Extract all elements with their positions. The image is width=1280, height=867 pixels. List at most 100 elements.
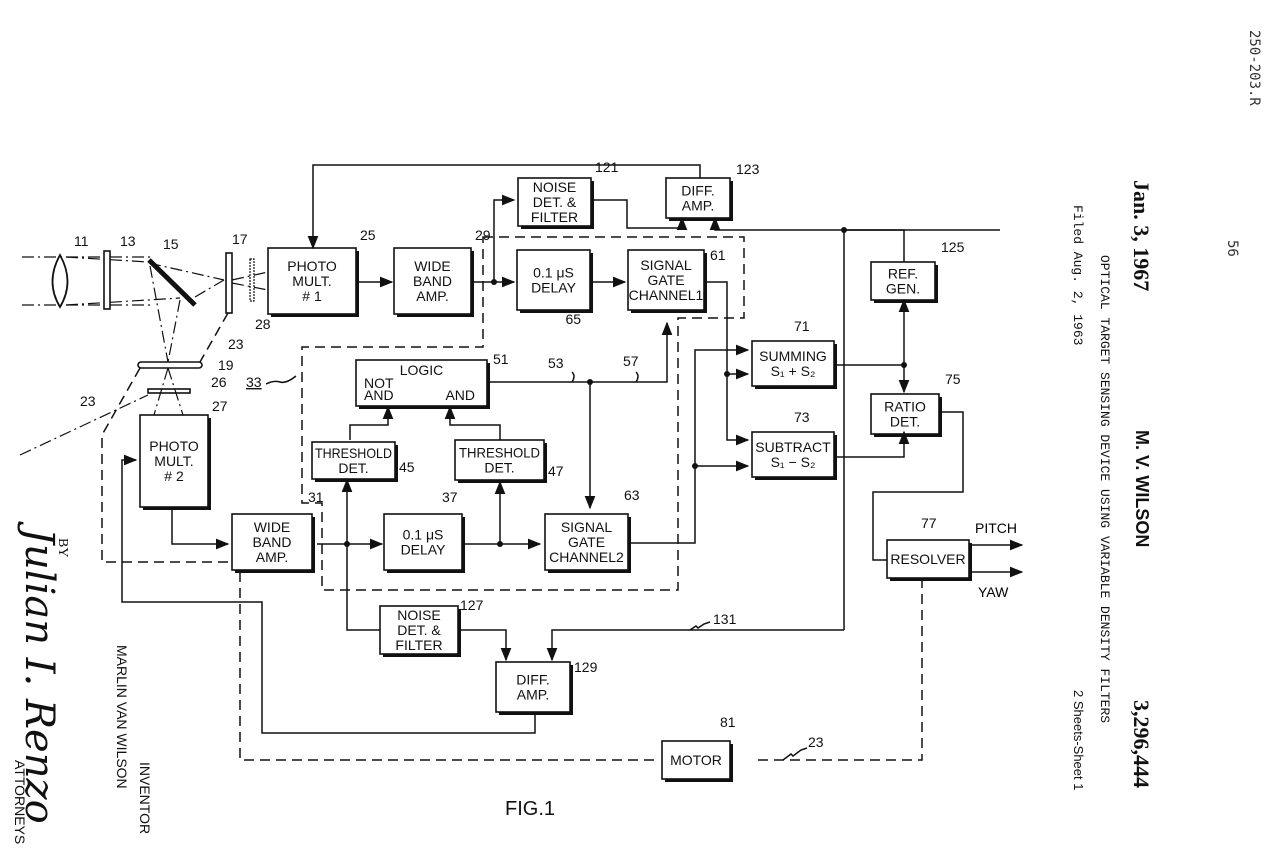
ref-121: 121 <box>595 159 619 175</box>
junction <box>491 279 497 285</box>
ref-65: 65 <box>566 311 582 327</box>
block-label: NOT <box>364 375 394 391</box>
junction <box>344 541 350 547</box>
ref-123: 123 <box>736 161 760 177</box>
ref-131: 131 <box>713 611 737 627</box>
leader-33 <box>265 375 297 385</box>
block-label: GATE <box>647 272 684 288</box>
figure-label: FIG.1 <box>505 798 556 820</box>
ref-23-b: 23 <box>80 393 96 409</box>
leader-23-c <box>782 747 808 761</box>
block-resolver: RESOLVER 77 <box>886 515 972 581</box>
block-label: AMP. <box>682 198 714 214</box>
ref-28: 28 <box>255 316 271 332</box>
block-frame <box>516 249 591 311</box>
block-label: BAND <box>253 534 292 550</box>
block-frame <box>393 247 472 315</box>
block-label: RATIO <box>884 399 926 415</box>
filter-26-icon <box>147 388 191 394</box>
block-label: GEN. <box>886 281 920 297</box>
leader-131 <box>689 621 711 631</box>
ref-17: 17 <box>232 231 248 247</box>
block-frame <box>886 539 970 579</box>
ref-33: 33 <box>246 374 262 390</box>
block-label: GATE <box>568 534 605 550</box>
ref-23-c: 23 <box>808 734 824 750</box>
block-diff-amp-2: DIFF.AMP.129 <box>495 659 598 715</box>
linkage-to-motor <box>101 367 660 761</box>
block-frame <box>231 513 313 571</box>
block-frame <box>544 513 629 571</box>
block-label: SIGNAL <box>561 519 613 535</box>
block-label: CHANNEL2 <box>549 549 624 565</box>
block-label: NOISE <box>533 179 577 195</box>
ref-75: 75 <box>945 371 961 387</box>
junction <box>901 362 907 368</box>
wire-th45-logic <box>349 405 394 440</box>
block-label: BAND <box>413 273 452 289</box>
wire-bus-refgen <box>844 229 905 262</box>
block-label: THRESHOLD <box>315 445 392 461</box>
block-label: S₁ + S₂ <box>771 363 816 379</box>
block-label: RESOLVER <box>890 551 965 567</box>
filter-19-icon <box>137 361 203 369</box>
ray-11 <box>19 394 149 456</box>
leader-53 <box>571 371 575 383</box>
ray-1 <box>65 256 149 263</box>
wire-bus-diffamp1 <box>709 216 1000 231</box>
wire-ratio-resolver <box>872 411 964 561</box>
ray-2 <box>65 297 181 306</box>
wire-noise1-diffamp1 <box>592 199 688 231</box>
block-label: SIGNAL <box>640 257 692 273</box>
ray-4 <box>194 279 225 298</box>
block-label: AMP. <box>517 687 549 703</box>
ray-9 <box>153 367 169 416</box>
ref-11: 11 <box>74 233 89 249</box>
yaw-label: YAW <box>978 584 1009 600</box>
ref-23-a: 23 <box>228 336 244 352</box>
block-frame <box>267 247 357 315</box>
ray-6 <box>167 299 181 363</box>
wire-gate2-summing <box>628 344 750 544</box>
wire-logic-gate1 <box>488 321 673 383</box>
ref-51: 51 <box>493 351 509 367</box>
block-label: SUMMING <box>759 348 827 364</box>
beam-splitter-icon <box>147 258 197 307</box>
block-label: FILTER <box>395 637 442 653</box>
block-label: THRESHOLD <box>459 445 540 461</box>
ref-13: 13 <box>120 233 136 249</box>
ref-53: 53 <box>548 355 564 371</box>
wire-noise2-diffamp2 <box>459 629 512 662</box>
ref-27: 27 <box>212 398 228 414</box>
ref-77: 77 <box>921 515 937 531</box>
optics-group <box>19 250 923 761</box>
block-frame <box>870 261 936 301</box>
block-ref-gen: REF.GEN.125 <box>870 239 965 303</box>
block-label: 0.1 μS <box>533 265 574 281</box>
ref-81: 81 <box>720 714 736 730</box>
leader-57 <box>635 371 639 383</box>
block-frame <box>355 359 488 407</box>
block-label: S₁ − S₂ <box>771 454 816 470</box>
block-frame <box>383 513 463 571</box>
filter-17-icon <box>225 252 233 314</box>
ray-5 <box>149 265 169 363</box>
block-label: CHANNEL1 <box>629 287 704 303</box>
wire-summing-ratio <box>835 364 910 394</box>
block-label: DELAY <box>401 542 447 558</box>
ray-3 <box>148 262 225 281</box>
pitch-label: PITCH <box>975 520 1017 536</box>
